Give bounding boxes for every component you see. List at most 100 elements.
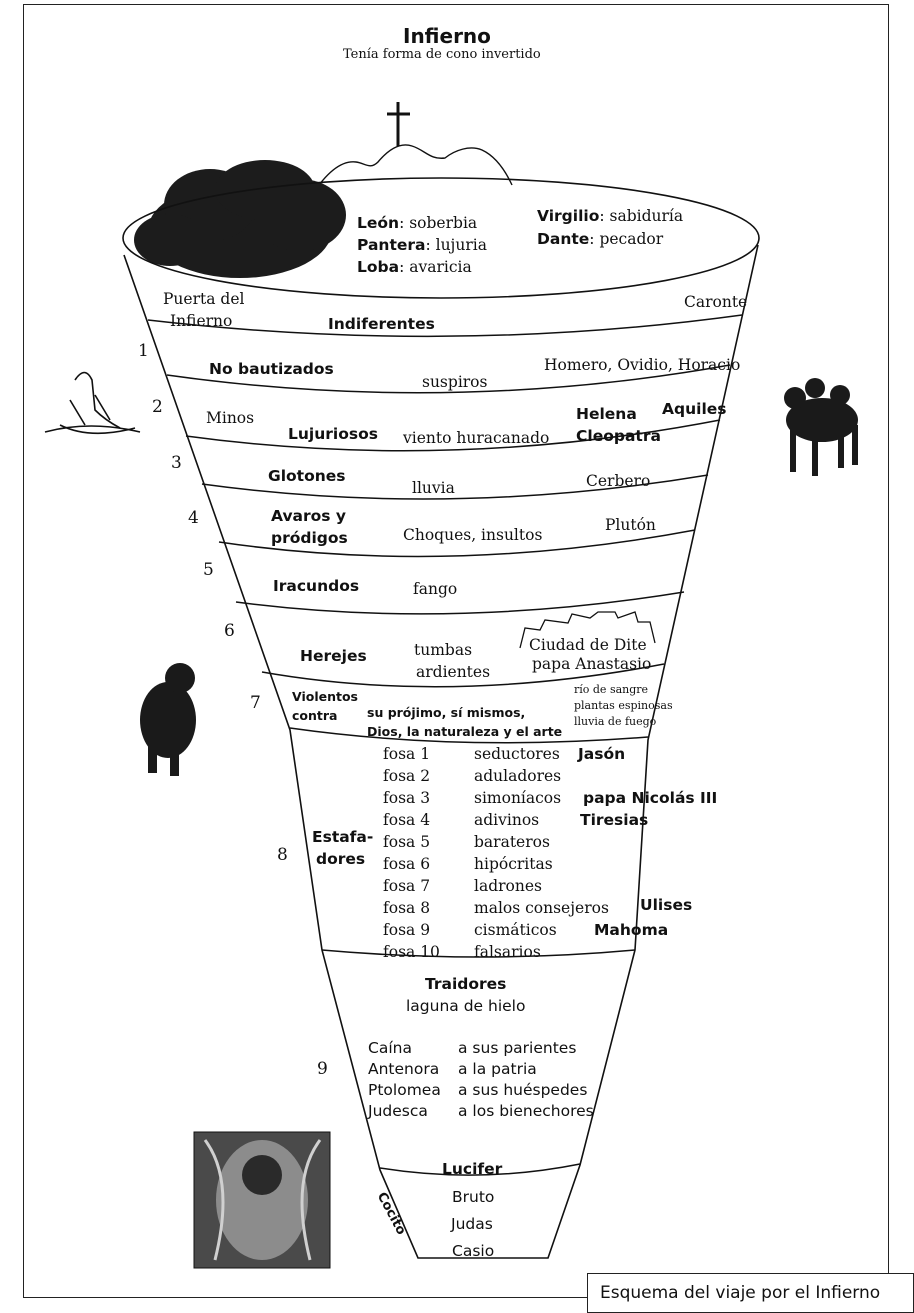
fosa-label: fosa 9 bbox=[383, 921, 431, 939]
fosa-label: fosa 4 bbox=[383, 811, 431, 829]
circle-6-number: 6 bbox=[224, 621, 235, 641]
fosa-label: fosa 2 bbox=[383, 767, 431, 785]
circle-3-number: 3 bbox=[171, 453, 182, 473]
fosa-sin: simoníacos bbox=[474, 789, 562, 807]
intro-virgilio: Virgilio: sabiduría bbox=[537, 207, 684, 225]
forest-icon bbox=[134, 160, 346, 278]
fosa-sin: ladrones bbox=[474, 877, 542, 895]
circle-5-number: 5 bbox=[203, 560, 214, 580]
sinner-judas: Judas bbox=[451, 1215, 493, 1233]
circle-1-number: 1 bbox=[138, 341, 149, 361]
diagram-caption: Esquema del viaje por el Infierno bbox=[587, 1273, 914, 1313]
zone-traitors: a sus parientes bbox=[458, 1039, 577, 1057]
hills bbox=[311, 144, 513, 196]
circle-2-figure-cleopatra: Cleopatra bbox=[576, 427, 661, 445]
circle-7-name-line1: Violentos bbox=[292, 689, 358, 704]
fosa-label: fosa 1 bbox=[383, 745, 431, 763]
circle-8-number: 8 bbox=[277, 845, 288, 865]
circle-4-guardian: Plutón bbox=[605, 516, 656, 534]
circle-6-figure: papa Anastasio bbox=[532, 655, 652, 673]
fosa-sin: malos consejeros bbox=[474, 899, 609, 917]
fosa-sin: aduladores bbox=[474, 767, 562, 785]
fosa-label: fosa 3 bbox=[383, 789, 431, 807]
intro-loba: Loba: avaricia bbox=[357, 258, 472, 276]
circle-7-place-fire: lluvia de fuego bbox=[574, 715, 657, 728]
circle-4-name-line2: pródigos bbox=[271, 529, 348, 547]
diagram-frame bbox=[23, 4, 889, 1298]
fosa-label: fosa 7 bbox=[383, 877, 431, 895]
vestibule-guardian: Caronte bbox=[684, 293, 748, 311]
circle-3-name: Glotones bbox=[268, 467, 346, 485]
circle-7-name-line2: contra bbox=[292, 708, 338, 723]
circle-8-name-line2: dores bbox=[316, 850, 366, 868]
circle-8-name-line1: Estafa- bbox=[312, 828, 374, 846]
circle-1-punishment: suspiros bbox=[422, 373, 488, 391]
fosa-label: fosa 6 bbox=[383, 855, 431, 873]
fosa-sin: hipócritas bbox=[474, 855, 553, 873]
zone-name: Caína bbox=[368, 1039, 412, 1057]
intro-leon: León: soberbia bbox=[357, 214, 478, 232]
fosa-label: fosa 8 bbox=[383, 899, 431, 917]
circle-5-punishment: fango bbox=[413, 580, 458, 598]
cross-icon bbox=[387, 102, 410, 146]
fosa-sin: seductores bbox=[474, 745, 560, 763]
cerberus-icon bbox=[784, 378, 858, 476]
circle-6-place: Ciudad de Dite bbox=[529, 636, 647, 654]
fosa-sin: falsarios bbox=[474, 943, 541, 961]
cone-outline bbox=[123, 244, 759, 1259]
circle-7-place-river: río de sangre bbox=[574, 683, 649, 696]
vestibule-group: Indiferentes bbox=[328, 315, 435, 333]
zone-name: Judesca bbox=[368, 1102, 428, 1120]
circle-4-punishment: Choques, insultos bbox=[403, 526, 543, 544]
circle-3-guardian: Cerbero bbox=[586, 472, 651, 490]
page-title: Infierno bbox=[403, 24, 491, 48]
circle-9-punishment: laguna de hielo bbox=[406, 997, 526, 1015]
centaur-figure-icon bbox=[44, 371, 141, 435]
circle-6-punishment-line1: tumbas bbox=[414, 641, 473, 659]
fosa-sin: adivinos bbox=[474, 811, 540, 829]
fosa-figure: Mahoma bbox=[594, 921, 669, 939]
fosa-figure: Tiresias bbox=[580, 811, 649, 829]
fosa-sin: cismáticos bbox=[474, 921, 557, 939]
zone-traitors: a sus huéspedes bbox=[458, 1081, 588, 1099]
gate-label-line2: Infierno bbox=[170, 312, 233, 330]
lucifer-label: Lucifer bbox=[442, 1160, 503, 1178]
circle-4-number: 4 bbox=[188, 508, 199, 528]
circle-2-number: 2 bbox=[152, 397, 163, 417]
circle-7-number: 7 bbox=[250, 693, 261, 713]
circle-4-name-line1: Avaros y bbox=[271, 507, 347, 525]
circle-7-targets-line2: Dios, la naturaleza y el arte bbox=[367, 724, 563, 739]
sinner-bruto: Bruto bbox=[452, 1188, 495, 1206]
fosa-figure: papa Nicolás III bbox=[583, 789, 718, 807]
fosa-label: fosa 10 bbox=[383, 943, 440, 961]
circle-5-name: Iracundos bbox=[273, 577, 360, 595]
dite-walls bbox=[519, 611, 656, 649]
zone-traitors: a los bienechores bbox=[458, 1102, 594, 1120]
gate-label-line1: Puerta del bbox=[163, 290, 245, 308]
fosa-sin: barateros bbox=[474, 833, 550, 851]
zone-name: Ptolomea bbox=[368, 1081, 441, 1099]
sinner-casio: Casio bbox=[452, 1242, 495, 1260]
circle-2-figure-helena: Helena bbox=[576, 405, 637, 423]
page-subtitle: Tenía forma de cono invertido bbox=[343, 47, 541, 62]
circle-7-targets-line1: su prójimo, sí mismos, bbox=[367, 705, 526, 720]
circle-2-name: Lujuriosos bbox=[288, 425, 378, 443]
circle-9-number: 9 bbox=[317, 1059, 328, 1079]
circle-7-place-forest: plantas espinosas bbox=[574, 699, 673, 712]
cone-rim bbox=[122, 177, 760, 299]
fosa-label: fosa 5 bbox=[383, 833, 431, 851]
circle-3-punishment: lluvia bbox=[412, 479, 455, 497]
circle-2-figure-aquiles: Aquiles bbox=[662, 400, 727, 418]
lucifer-image bbox=[193, 1131, 331, 1269]
circle-2-guardian: Minos bbox=[206, 409, 255, 427]
circle-1-figures: Homero, Ovidio, Horacio bbox=[544, 356, 741, 374]
fosa-figure: Ulises bbox=[640, 896, 693, 914]
circle-6-name: Herejes bbox=[300, 647, 367, 665]
circle-2-punishment: viento huracanado bbox=[403, 429, 550, 447]
zone-traitors: a la patria bbox=[458, 1060, 537, 1078]
intro-dante: Dante: pecador bbox=[537, 230, 664, 248]
intro-pantera: Pantera: lujuria bbox=[357, 236, 487, 254]
zone-name: Antenora bbox=[368, 1060, 440, 1078]
fosa-figure: Jasón bbox=[578, 745, 626, 763]
